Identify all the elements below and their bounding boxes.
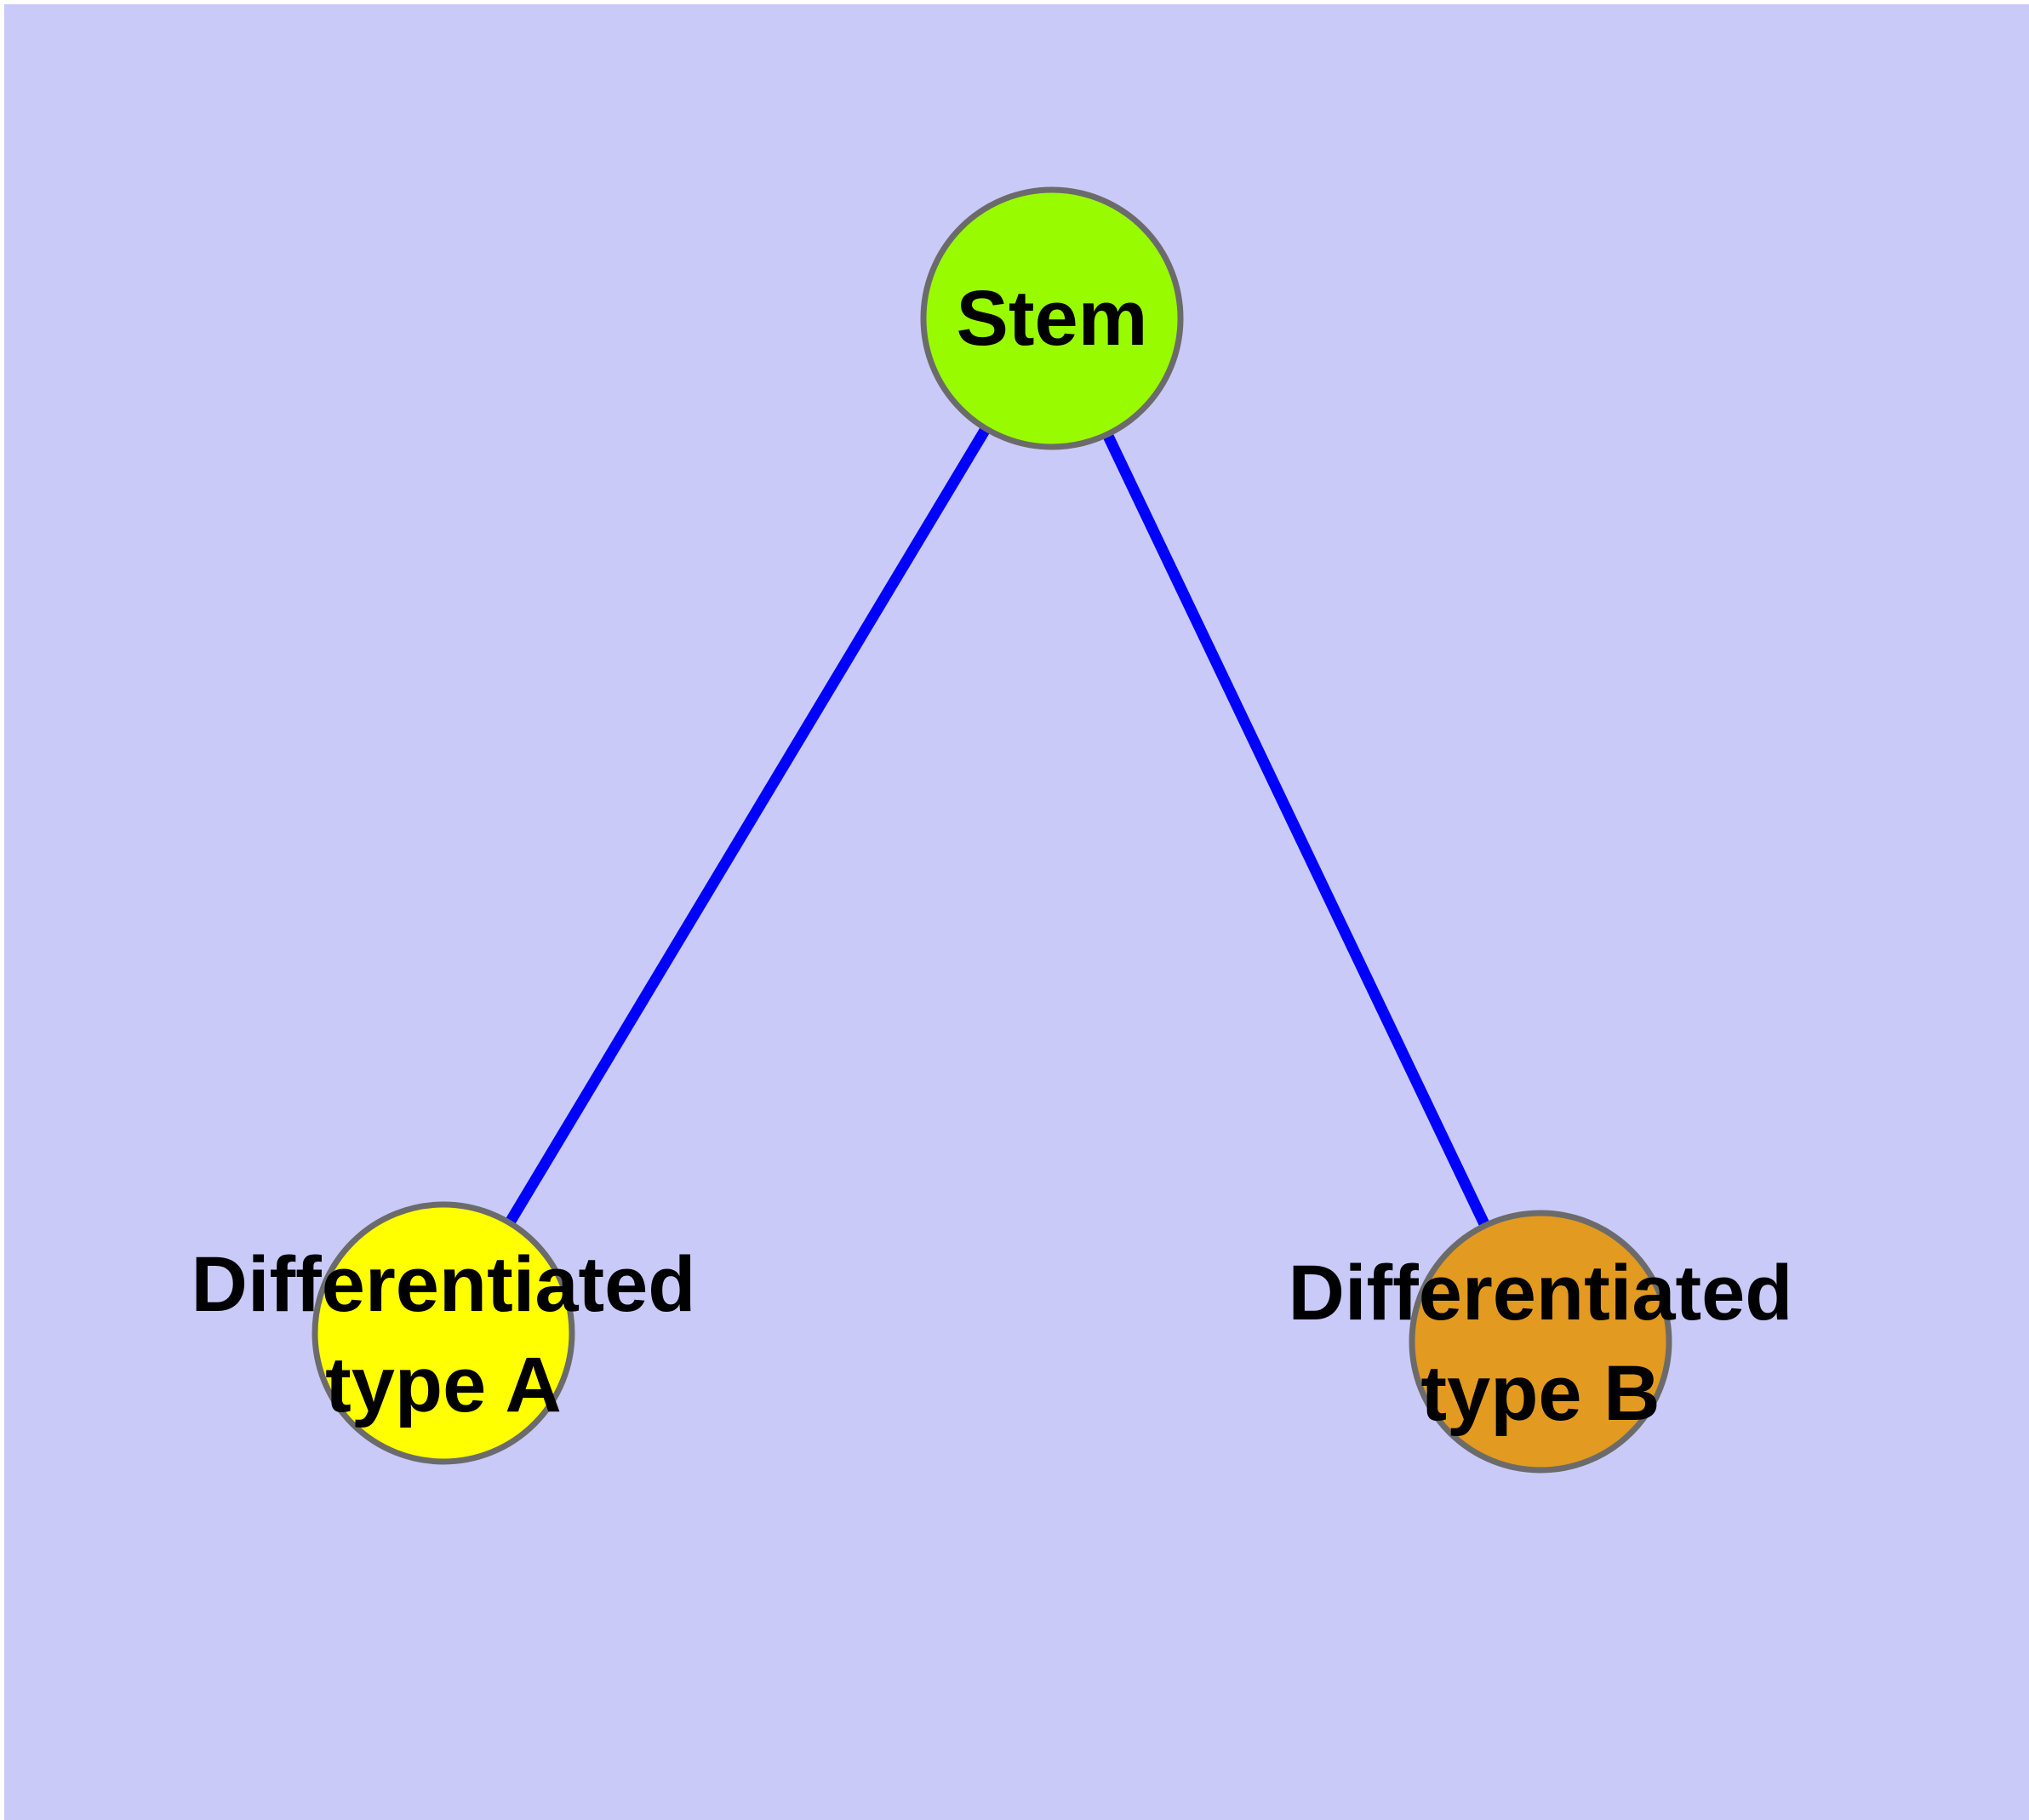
node-differentiated-type-a (311, 1201, 575, 1465)
node-differentiated-type-b-label-line1: Differentiated (1289, 1250, 1793, 1336)
node-differentiated-type-a-label-line2: type A (325, 1342, 562, 1428)
node-differentiated-type-a-label-line1: Differentiated (191, 1241, 696, 1328)
edge-stem-to-type-a (438, 315, 1057, 1336)
node-differentiated-type-b (1409, 1210, 1672, 1474)
node-stem (920, 186, 1184, 450)
node-stem-label: Stem (957, 275, 1148, 362)
node-differentiated-type-b-label-line2: type B (1420, 1350, 1660, 1437)
edge-stem-to-type-b (1047, 316, 1546, 1344)
